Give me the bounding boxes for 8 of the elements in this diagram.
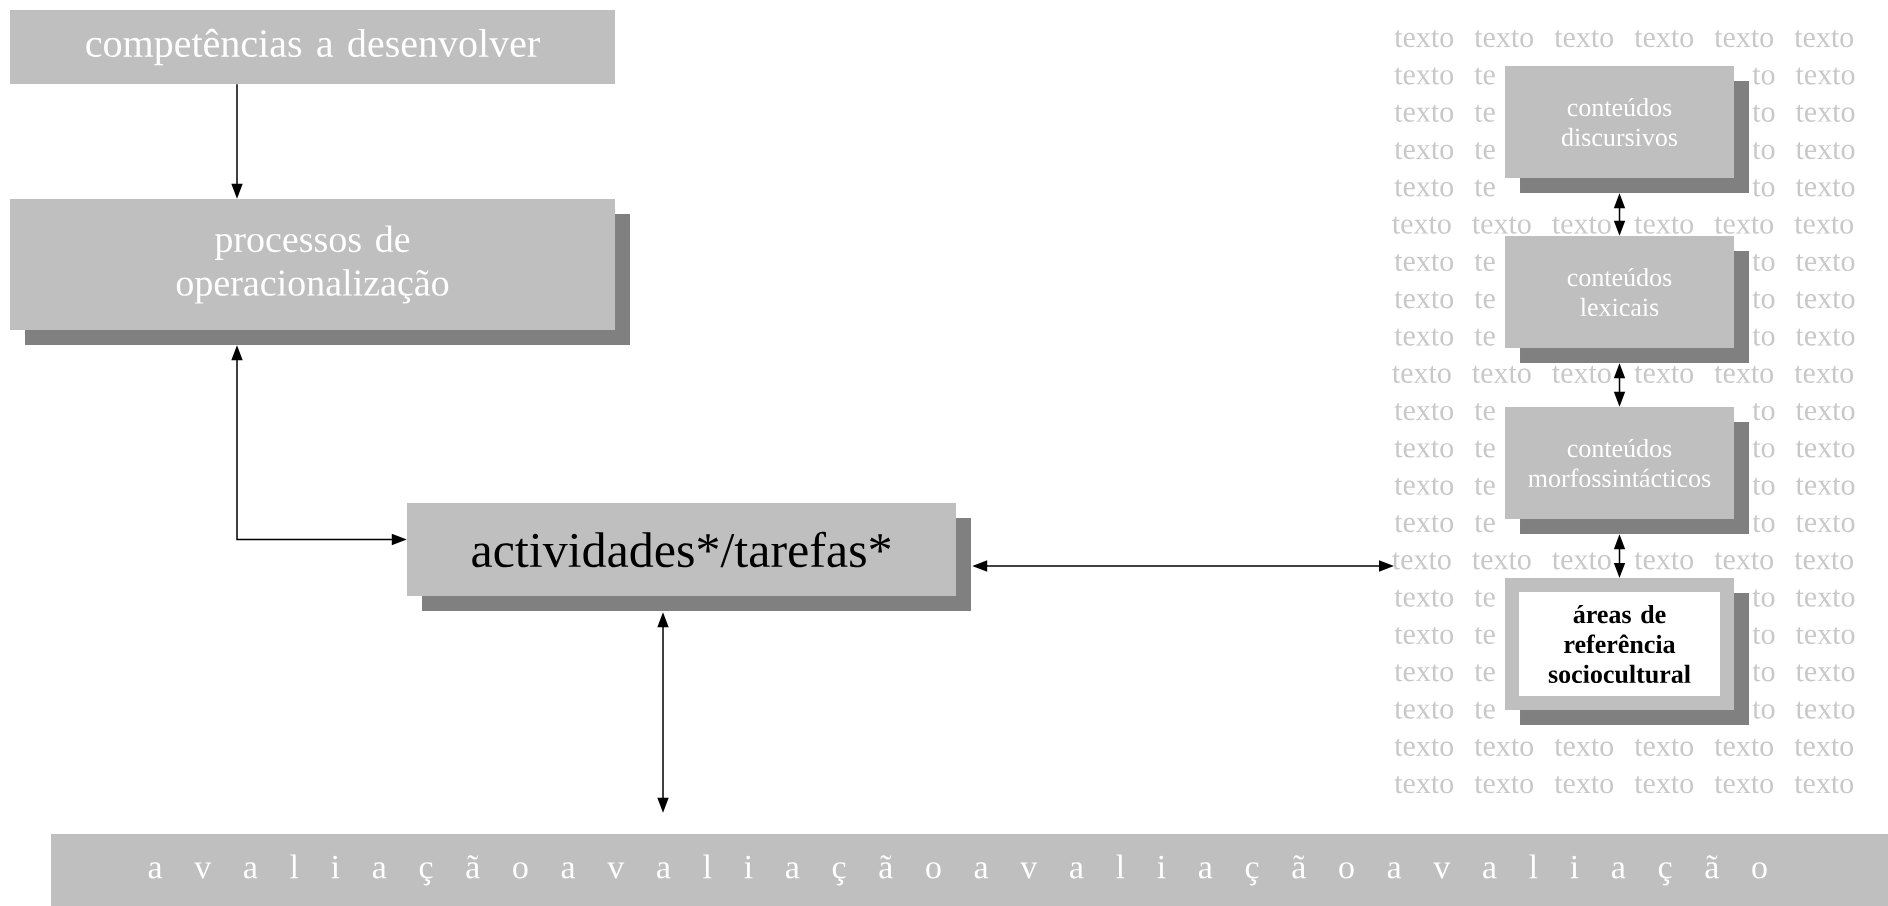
content-box: conteúdos morfossintácticos: [1505, 407, 1749, 534]
process-box: processos de operacionalização: [10, 199, 630, 345]
heading-box: competências a desenvolver: [10, 10, 615, 84]
content-box: conteúdos discursivos: [1505, 66, 1749, 193]
evaluation-band: a v a l i a ç ã o a v a l i a ç ã o a v a l i a ç ã o a v a l i a ç ã o: [51, 834, 1888, 906]
reference-box: áreas de referência sociocultural: [1505, 578, 1749, 725]
content-box: conteúdos lexicais: [1505, 236, 1749, 363]
activity-box: actividades*/tarefas*: [407, 503, 971, 611]
